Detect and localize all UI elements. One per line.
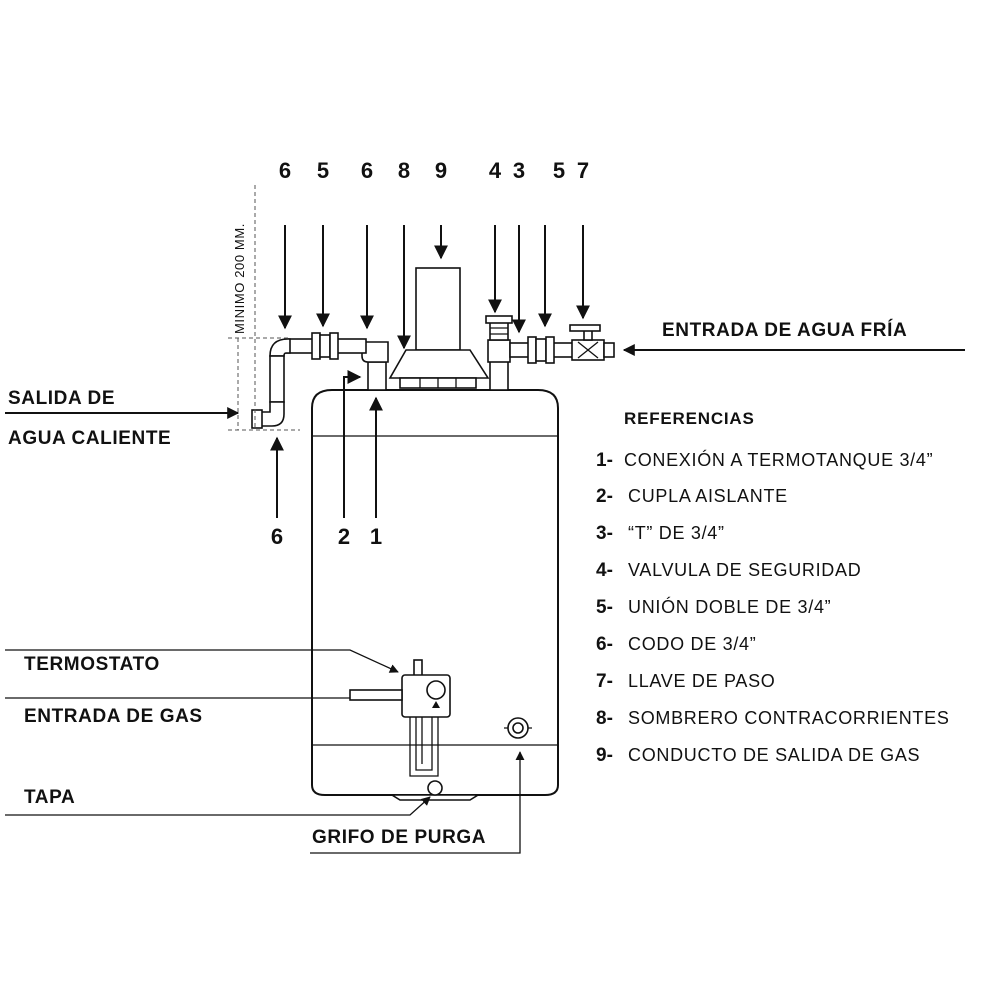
reference-number: 8- (596, 708, 613, 729)
stop-valve (569, 324, 615, 361)
hot-water-piping (251, 332, 389, 429)
reference-number: 9- (596, 745, 613, 766)
thermostat-control (349, 659, 451, 777)
top-numbers: 6 5 6 8 9 4 3 5 7 (279, 158, 589, 183)
gas-flue-duct (415, 267, 461, 351)
cold-water-inlet-label: ENTRADA DE AGUA FRÍA (662, 319, 907, 341)
reference-text: CONEXIÓN A TERMOTANQUE 3/4” (624, 449, 933, 470)
references-title: REFERENCIAS (624, 409, 755, 428)
callout-number: 8 (398, 158, 410, 183)
drain-valve (504, 717, 532, 739)
elbow-top-left (269, 338, 291, 357)
reference-number: 2- (596, 486, 613, 507)
cover-label: TAPA (24, 787, 75, 808)
cold-water-piping (485, 315, 615, 391)
bottom-cover (389, 780, 481, 801)
callout-number: 5 (317, 158, 329, 183)
reference-number: 4- (596, 560, 613, 581)
callout-number: 3 (513, 158, 525, 183)
reference-number: 7- (596, 671, 613, 692)
bottom-callout-arrows (270, 370, 383, 518)
drain-valve-label: GRIFO DE PURGA (312, 827, 486, 848)
reference-text: SOMBRERO CONTRACORRIENTES (628, 708, 950, 728)
hot-water-outlet-label-line2: AGUA CALIENTE (8, 428, 171, 449)
reference-number: 6- (596, 634, 613, 655)
reference-text: VALVULA DE SEGURIDAD (628, 560, 861, 580)
callout-number: 5 (553, 158, 565, 183)
safety-valve (489, 321, 509, 341)
tank-connection (367, 361, 387, 391)
minimum-height-label: MINIMO 200 MM. (232, 223, 247, 334)
gas-inlet-label: ENTRADA DE GAS (24, 706, 203, 727)
references-legend: REFERENCIAS 1- CONEXIÓN A TERMOTANQUE 3/… (596, 409, 950, 766)
hot-water-outlet-label-line1: SALIDA DE (8, 388, 115, 409)
callout-number: 2 (338, 524, 350, 549)
callout-number: 7 (577, 158, 589, 183)
reference-text: UNIÓN DOBLE DE 3/4” (628, 596, 831, 617)
elbow-right (361, 341, 389, 363)
top-callout-arrows (278, 225, 590, 350)
elbow-bottom-left (259, 401, 285, 427)
reference-text: CUPLA AISLANTE (628, 486, 788, 506)
reference-text: LLAVE DE PASO (628, 671, 776, 691)
left-label-leaders (5, 649, 525, 854)
callout-number: 9 (435, 158, 447, 183)
reference-text: CODO DE 3/4” (628, 634, 756, 654)
minimum-height-dimension (228, 185, 300, 431)
thermostat-label: TERMOSTATO (24, 654, 160, 675)
reference-number: 5- (596, 597, 613, 618)
reference-text: “T” DE 3/4” (628, 523, 725, 543)
tee-fitting (487, 339, 511, 363)
double-union-right (527, 336, 555, 364)
reference-number: 3- (596, 523, 613, 544)
draft-hood (388, 349, 490, 389)
callout-number: 4 (489, 158, 502, 183)
callout-number: 6 (361, 158, 373, 183)
thermostat-knob (426, 680, 446, 700)
callout-number: 6 (279, 158, 291, 183)
gas-inlet-pipe (349, 689, 403, 701)
double-union-left (311, 332, 339, 360)
reference-number: 1- (596, 450, 613, 471)
bottom-numbers: 6 2 1 (271, 524, 382, 549)
reference-text: CONDUCTO DE SALIDA DE GAS (628, 745, 920, 765)
callout-number: 6 (271, 524, 283, 549)
callout-number: 1 (370, 524, 382, 549)
